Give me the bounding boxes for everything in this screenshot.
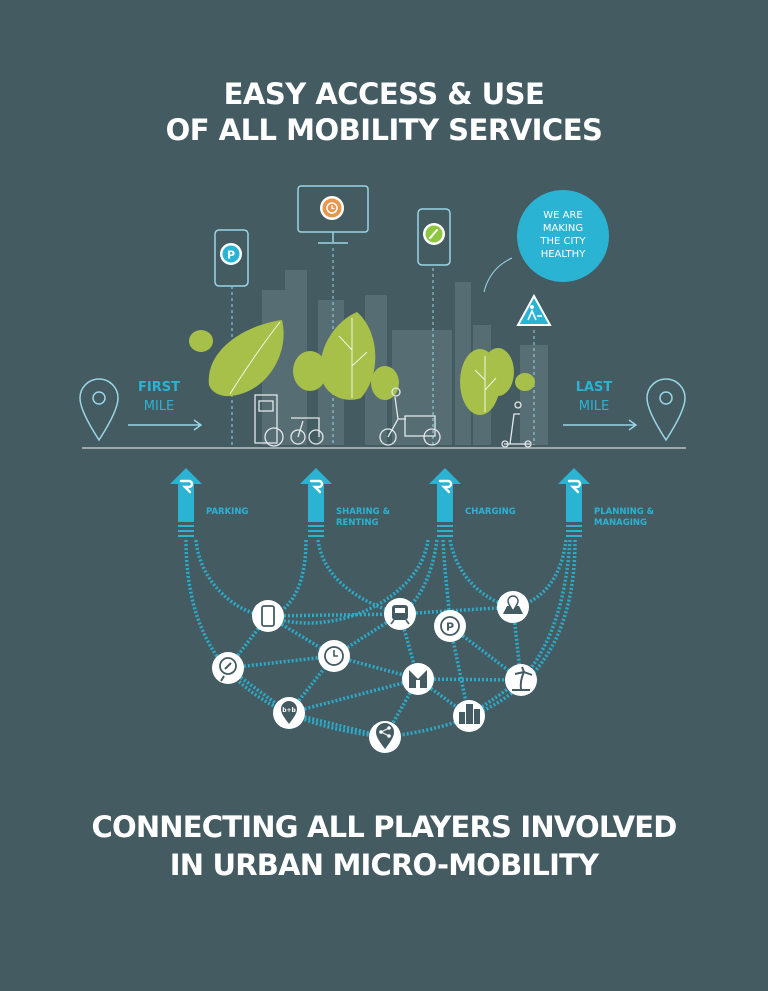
network-nodes: P b+b	[212, 591, 537, 753]
arrow-label-charging: CHARGING	[465, 507, 516, 517]
first-mile-line1: FIRST	[138, 380, 180, 395]
hotel-icon	[402, 663, 434, 695]
svg-text:MANAGING: MANAGING	[594, 518, 647, 528]
roadworks-sign-icon	[516, 293, 552, 326]
clock-icon	[318, 640, 350, 672]
tree-veins	[229, 318, 497, 412]
charging-icon	[212, 652, 244, 684]
first-mile: FIRST MILE	[79, 378, 203, 442]
arrow-parking: PARKING	[168, 466, 248, 537]
bnb-icon: b+b	[273, 697, 305, 729]
bubble-line3: THE CITY	[539, 236, 586, 247]
map-icon	[497, 591, 529, 623]
arrow-right-icon	[128, 419, 203, 431]
svg-text:RENTING: RENTING	[336, 518, 379, 528]
header-title-line2: OF ALL MOBILITY SERVICES	[165, 113, 603, 147]
city-icon	[453, 700, 485, 732]
last-mile-line2: MILE	[579, 399, 610, 414]
header-title-line1: EASY ACCESS & USE	[223, 77, 545, 111]
phone-device-charging	[417, 208, 451, 266]
footer-title-line1: CONNECTING ALL PLAYERS INVOLVED	[91, 810, 678, 844]
parking-icon: P	[434, 610, 466, 642]
arrow-charging: CHARGING	[427, 466, 516, 537]
network-links	[184, 539, 577, 739]
arrow-planning: PLANNING & MANAGING	[556, 466, 655, 537]
location-pin-icon	[79, 378, 119, 442]
footer-title-line2: IN URBAN MICRO-MOBILITY	[169, 848, 599, 882]
first-mile-line2: MILE	[144, 399, 175, 414]
svg-text:P: P	[227, 249, 235, 262]
arrow-label-parking: PARKING	[206, 507, 248, 517]
last-mile: LAST MILE	[563, 378, 686, 442]
bubble-line1: WE ARE	[543, 210, 583, 221]
last-mile-line1: LAST	[576, 380, 613, 395]
healthy-city-bubble: WE ARE MAKING THE CITY HEALTHY	[483, 190, 609, 293]
bubble-line2: MAKING	[543, 223, 583, 234]
phone-icon	[252, 600, 284, 632]
svg-text:b+b: b+b	[282, 707, 296, 714]
share-icon	[369, 721, 401, 753]
beach-icon	[505, 664, 537, 696]
phone-device-parking: P	[214, 229, 249, 287]
arrow-label-sharing: SHARING &	[336, 507, 391, 517]
train-icon	[384, 598, 416, 630]
arrow-right-icon	[563, 419, 638, 431]
parking-icon	[222, 245, 240, 263]
svg-text:P: P	[446, 621, 454, 634]
arrow-label-planning: PLANNING &	[594, 507, 655, 517]
vehicles	[254, 387, 532, 448]
location-pin-icon	[646, 378, 686, 442]
monitor-device-clock	[297, 185, 369, 244]
bubble-line4: HEALTHY	[541, 249, 587, 260]
arrow-sharing: SHARING & RENTING	[298, 466, 391, 537]
